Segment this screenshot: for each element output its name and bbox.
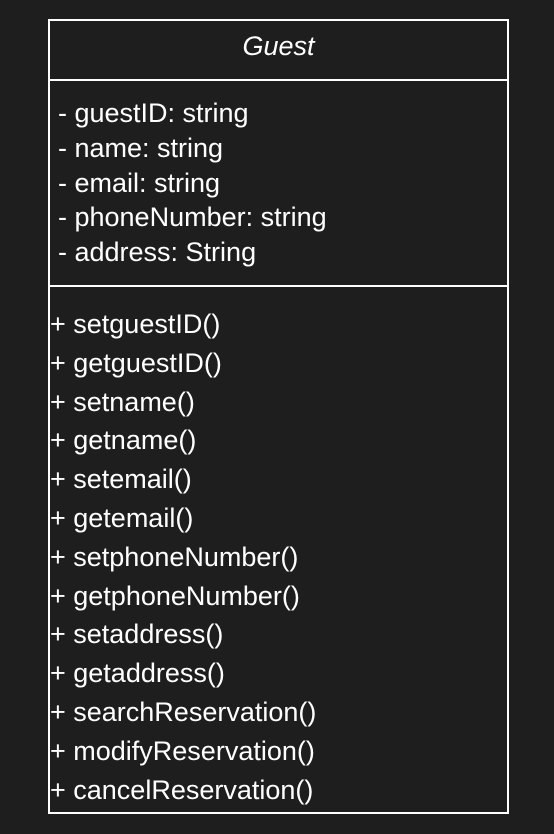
- method-get-phone-number: + getphoneNumber(): [50, 580, 300, 611]
- method-get-guest-id: + getguestID(): [50, 347, 222, 378]
- class-name: Guest: [242, 30, 315, 61]
- method-cancel-reservation: + cancelReservation(): [50, 774, 314, 805]
- method-set-phone-number: + setphoneNumber(): [50, 541, 299, 572]
- attribute-email: - email: string: [58, 167, 221, 198]
- methods-compartment: + setguestID() + getguestID() + setname(…: [50, 287, 507, 809]
- attribute-guest-id: - guestID: string: [58, 98, 249, 128]
- method-set-address: + setaddress(): [50, 619, 224, 650]
- attributes-compartment: - guestID: string - name: string - email…: [50, 81, 507, 287]
- class-header: Guest: [50, 21, 507, 81]
- method-set-guest-id: + setguestID(): [50, 309, 221, 339]
- method-set-name: + setname(): [50, 386, 195, 417]
- method-search-reservation: + searchReservation(): [50, 696, 317, 727]
- attribute-phone-number: - phoneNumber: string: [58, 202, 327, 233]
- method-set-email: + setemail(): [50, 464, 192, 495]
- method-get-email: + getemail(): [50, 502, 194, 533]
- uml-class-guest[interactable]: Guest - guestID: string - name: string -…: [48, 19, 509, 814]
- method-get-address: + getaddress(): [50, 658, 225, 689]
- attribute-name: - name: string: [58, 132, 224, 163]
- method-modify-reservation: + modifyReservation(): [50, 735, 315, 766]
- attribute-address: - address: String: [58, 237, 257, 268]
- method-get-name: + getname(): [50, 425, 197, 456]
